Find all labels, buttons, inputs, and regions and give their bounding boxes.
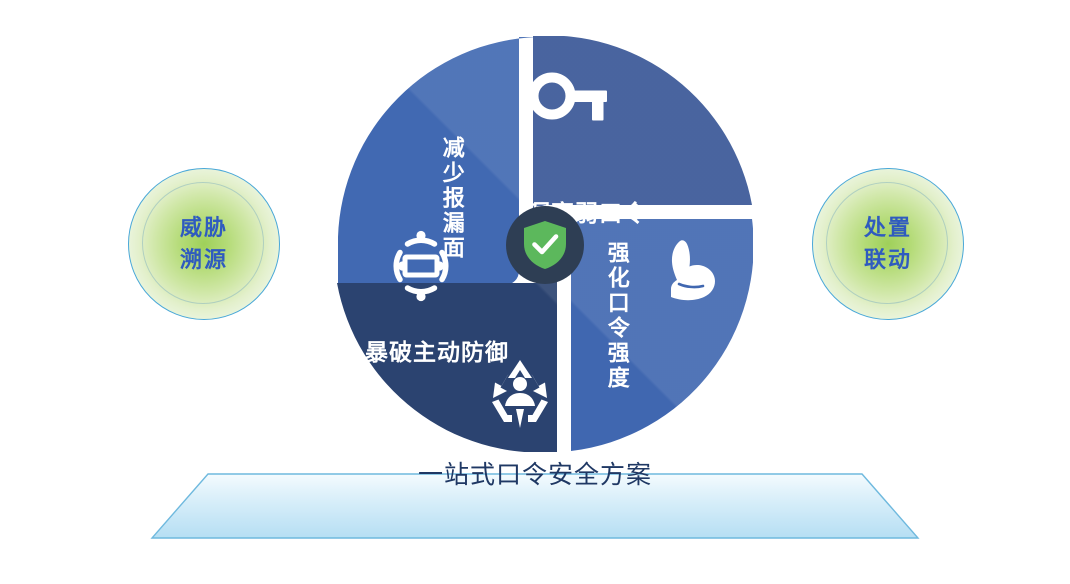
pinwheel-segments [337, 36, 753, 452]
page-title: 一站式口令安全方案 [417, 461, 652, 489]
pinwheel-diagram: 减少报漏面 洞察弱口令 强化口令强度 暴破主动防御 [337, 36, 753, 452]
flexed-biceps-icon [671, 240, 715, 301]
badge-response-linkage[interactable]: 处置 联动 [812, 168, 964, 320]
center-hub[interactable] [506, 206, 584, 284]
badge-left-line2: 溯源 [179, 247, 228, 272]
platform-base [0, 466, 1070, 546]
recycle-person-icon [492, 360, 548, 428]
badge-left-line1: 威胁 [179, 215, 228, 240]
badge-threat-tracing[interactable]: 威胁 溯源 [128, 168, 280, 320]
platform-shape [150, 473, 920, 539]
badge-right-line2: 联动 [863, 247, 912, 272]
badge-right-line1: 处置 [863, 215, 912, 240]
green-shield-check-icon [524, 221, 566, 269]
scan-target-icon [393, 230, 449, 302]
quadrant-top-left[interactable] [337, 36, 753, 452]
key-icon [528, 72, 607, 121]
